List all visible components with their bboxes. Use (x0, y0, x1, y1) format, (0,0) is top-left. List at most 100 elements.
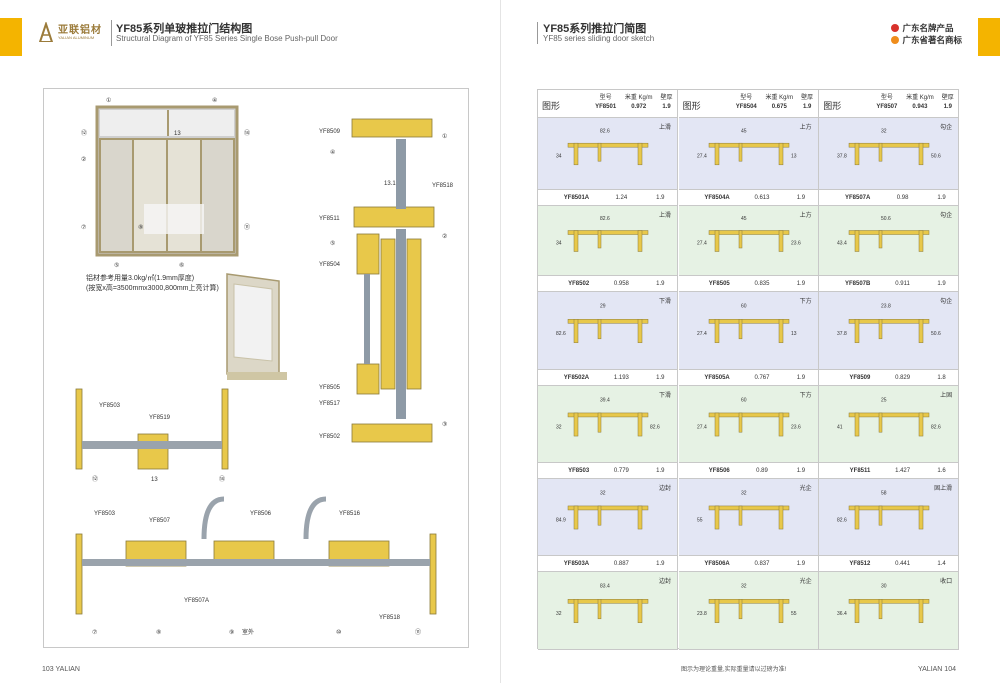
profile-role: 上固 (940, 393, 953, 399)
bottom-label: 13 (151, 477, 158, 483)
profile-shape: 82.634 (556, 128, 649, 166)
profile-role: 上滑 (658, 125, 671, 131)
weight-value: 0.972 (631, 104, 647, 110)
page-number: YALIAN 104 (917, 666, 956, 673)
thickness-value: 1.9 (656, 467, 665, 474)
thickness-value: 1.9 (796, 467, 806, 474)
plan-label: ⑩ (336, 629, 341, 636)
weight-disclaimer: 图示为理论重量,实际重量请以过磅为准! (681, 667, 787, 673)
profile-role: 上滑 (658, 213, 671, 219)
profile-role: 光企 (799, 486, 812, 492)
dimension-label: 27.4 (697, 154, 707, 160)
plan-label: YF8507 (149, 518, 171, 524)
dimension-label: 41 (837, 424, 843, 430)
dimension-label: 82.6 (650, 424, 660, 430)
model-code: YF8511 (849, 467, 871, 474)
weight-value: 0.89 (756, 467, 768, 474)
thickness-value: 1.9 (656, 560, 665, 567)
plan-label: YF8507A (184, 598, 209, 604)
model-code: YF8503 (568, 467, 590, 474)
weight-value: 0.837 (754, 560, 770, 567)
dimension-label: 45 (741, 128, 747, 134)
header-divider (537, 22, 538, 44)
header-divider (111, 20, 112, 46)
figure-header: 图形 (542, 101, 561, 111)
plan-label: YF8516 (339, 511, 361, 517)
dimension-label: 34 (556, 154, 562, 160)
profile-role: 边封 (658, 486, 671, 492)
note-line: 铝材参考用量3.0kg/㎡(1.9mm厚度) (86, 275, 195, 282)
weight-value: 0.943 (912, 104, 928, 110)
section-label: ① (442, 133, 447, 140)
dimension-label: 82.6 (931, 424, 941, 430)
award-badges: 广东名牌产品 广东省著名商标 (891, 22, 962, 46)
page-subtitle: YF85 series sliding door sketch (543, 34, 655, 43)
weight-value: 0.779 (613, 467, 629, 474)
dimension-label: 60 (741, 304, 747, 310)
door-label: ⑦ (81, 224, 86, 231)
section-label: YF8502 (319, 434, 341, 440)
page-number: 103 YALIAN (42, 666, 80, 673)
thickness-value: 1.9 (656, 280, 665, 287)
header-accent-bar (0, 18, 22, 56)
page-title: YF85系列推拉门简图 (543, 23, 647, 35)
dimension-label: 83.4 (600, 584, 610, 590)
thickness-header: 壁厚 (941, 95, 954, 101)
dimension-label: 27.4 (697, 241, 707, 247)
dimension-label: 23.8 (697, 611, 707, 617)
model-code: YF8512 (849, 560, 871, 567)
thickness-value: 1.9 (796, 374, 806, 381)
weight-header: 米重 Kg/m (624, 95, 653, 101)
dimension-label: 82.6 (837, 517, 847, 523)
profile-shape: 83.432 (556, 584, 649, 623)
page-subtitle: Structural Diagram of YF85 Series Single… (116, 34, 338, 43)
badge-text: 广东省著名商标 (902, 35, 962, 45)
dimension-label: 23.6 (791, 241, 801, 247)
door-label: ⑥ (179, 262, 184, 269)
logo-text: 亚联铝材 (58, 25, 102, 36)
dimension-label: 50.6 (931, 154, 941, 160)
section-label: YF8505 (319, 385, 341, 391)
dimension-label: 58 (881, 490, 887, 496)
dimension-label: 32 (600, 490, 606, 496)
section-label: ⑤ (330, 240, 335, 247)
thickness-value: 1.9 (662, 104, 671, 110)
profile-role: 边封 (658, 579, 671, 585)
profile-role: 下滑 (658, 393, 671, 399)
door-label: ⑧ (138, 224, 143, 231)
plan-label: ⑨ (229, 629, 234, 636)
door-label: ⑫ (81, 129, 87, 137)
weight-value: 0.675 (771, 104, 787, 110)
model-code: YF8502A (563, 374, 590, 381)
weight-header: 米重 Kg/m (765, 95, 794, 101)
dimension-label: 23.6 (791, 424, 801, 430)
thickness-value: 1.9 (796, 194, 806, 201)
dimension-label: 60 (741, 397, 747, 403)
